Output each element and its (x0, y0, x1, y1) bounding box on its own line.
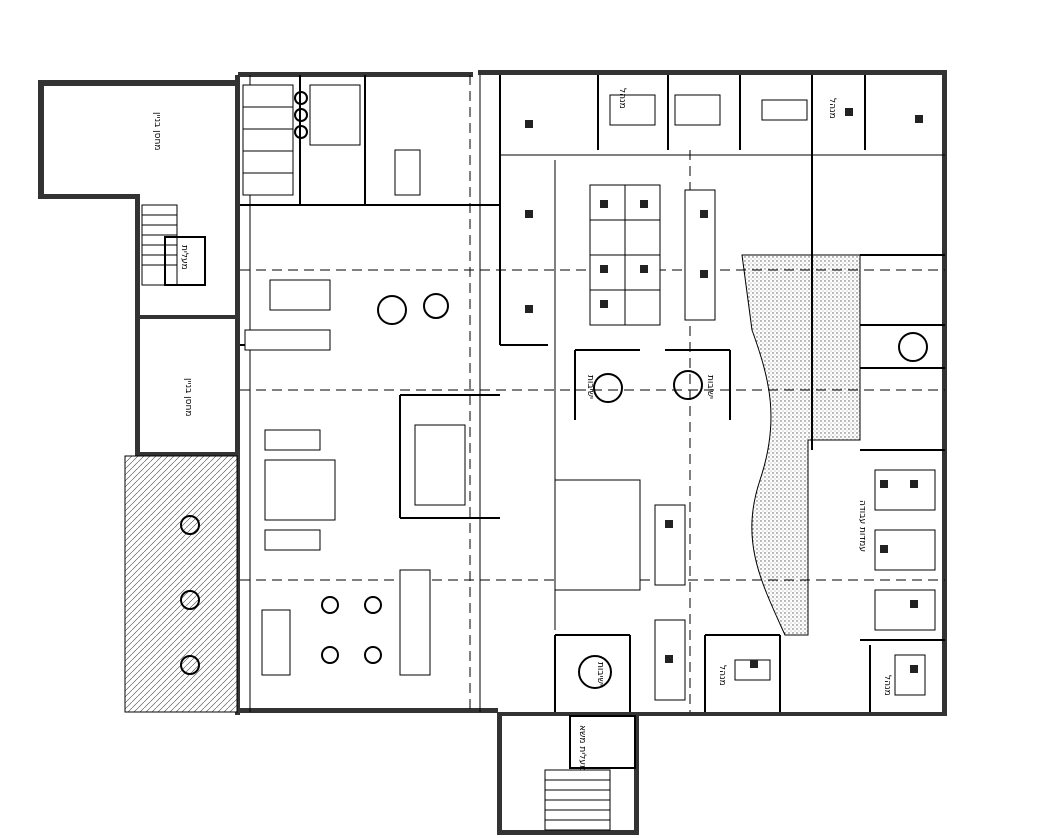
restroom-fixtures (242, 84, 421, 196)
room-label-meeting-1: ישיבות (585, 375, 595, 399)
room-label-elevator: מעלית (179, 245, 189, 270)
room-label-manager-4: מנהל (827, 98, 837, 119)
interior-walls (240, 75, 945, 712)
room-label-manager-2: מנהל (882, 675, 892, 696)
exterior-walls (38, 70, 947, 835)
room-label-meeting-3: ישיבות (595, 662, 605, 686)
furniture (180, 94, 936, 701)
room-label-freight-elevator: מעלית משא (577, 725, 587, 771)
room-label-manager-3: מנהל (617, 88, 627, 109)
room-label-manager-1: מנהל (717, 665, 727, 686)
planter-area (741, 254, 861, 636)
room-label-storage-mid: מחסן בניין (183, 378, 193, 416)
staircase (141, 204, 641, 831)
freight-elevator-shaft (569, 715, 636, 769)
room-label-workstations: עמדות עבודה (857, 500, 867, 552)
room-label-storage-top: מחסן בניין (152, 112, 162, 150)
terrace-deck (124, 455, 238, 713)
room-label-meeting-2: ישיבות (705, 375, 715, 399)
elevator-shaft (164, 236, 206, 286)
chairs (525, 108, 923, 673)
